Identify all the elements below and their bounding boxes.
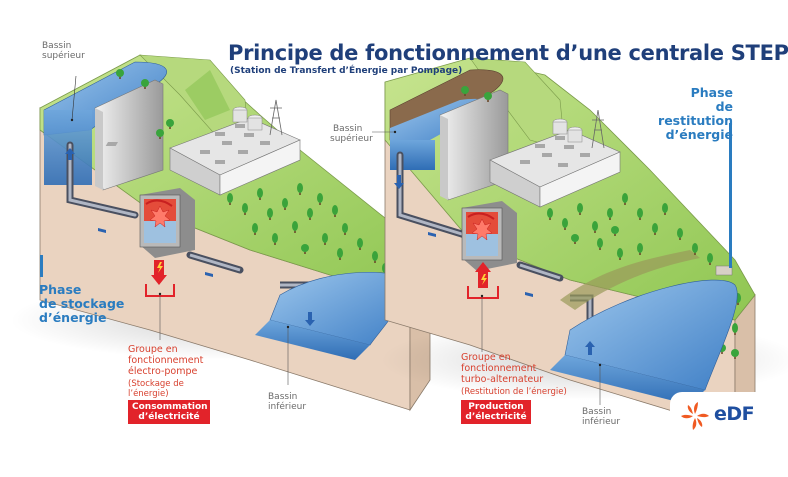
turbine-unit-icon	[461, 201, 517, 271]
label-line: inférieur	[268, 402, 307, 412]
page-title: Principe de fonctionnement d’une central…	[228, 41, 788, 65]
label-line: Phase	[690, 85, 733, 100]
label-line: (Stockage de	[128, 379, 184, 389]
right-phase-label: Phase de restitution d’énergie	[640, 86, 733, 142]
left-lower-basin-label: Bassin inférieur	[268, 392, 306, 412]
edf-flower-icon	[681, 402, 709, 430]
left-panel-block	[10, 54, 450, 412]
label-line: supérieur	[330, 134, 373, 144]
label-line: Groupe en	[461, 352, 511, 363]
label-line: fonctionnement	[128, 355, 204, 366]
label-line: turbo-alternateur	[461, 374, 544, 385]
right-group-sublabel: (Restitution de l’énergie)	[461, 387, 567, 397]
badge-line: Consommation	[132, 402, 208, 412]
lightning-up-icon	[467, 262, 499, 299]
label-line: Groupe en	[128, 344, 178, 355]
label-line: fonctionnement	[461, 363, 537, 374]
left-upper-basin-label: Bassin supérieur	[42, 41, 85, 61]
label-line: Bassin	[333, 124, 363, 134]
edf-logo: eDF	[670, 392, 778, 438]
label-line: (Restitution de l’énergie)	[461, 387, 567, 397]
right-panel-block	[372, 57, 788, 432]
badge-line: d’électricité	[138, 412, 200, 422]
consumption-badge: Consommation d’électricité	[128, 400, 210, 424]
label-line: d’énergie	[665, 127, 733, 142]
label-line: inférieur	[582, 417, 621, 427]
right-lower-basin-label: Bassin inférieur	[582, 407, 620, 427]
pylon-icon	[269, 99, 283, 136]
production-badge: Production d’électricité	[461, 400, 531, 424]
edf-logo-text: eDF	[714, 403, 755, 425]
label-line: de restitution	[658, 99, 733, 128]
label-line: d’énergie	[39, 310, 107, 325]
badge-line: d’électricité	[465, 412, 527, 422]
power-station-building-right	[489, 118, 621, 208]
label-line: l’énergie)	[128, 389, 169, 399]
left-group-label: Groupe en fonctionnement électro-pompe	[128, 344, 203, 377]
label-line: électro-pompe	[128, 366, 198, 377]
left-phase-label: Phase de stockage d’énergie	[39, 283, 124, 325]
page-subtitle: (Station de Transfert d’Énergie par Pomp…	[230, 66, 463, 76]
left-group-sublabel: (Stockage de l’énergie)	[128, 379, 184, 399]
power-station-building	[105, 106, 301, 196]
pylon-icon-right	[591, 109, 605, 149]
label-line: Bassin	[582, 407, 612, 417]
pump-unit-icon	[139, 188, 195, 258]
label-line: de stockage	[39, 296, 125, 311]
label-line: Bassin	[268, 392, 298, 402]
badge-line: Production	[468, 402, 524, 412]
label-line: supérieur	[42, 51, 85, 61]
label-line: Bassin	[42, 41, 72, 51]
label-line: Phase	[39, 282, 82, 297]
right-upper-basin-label: Bassin supérieur	[330, 124, 373, 144]
right-group-label: Groupe en fonctionnement turbo-alternate…	[461, 352, 543, 385]
